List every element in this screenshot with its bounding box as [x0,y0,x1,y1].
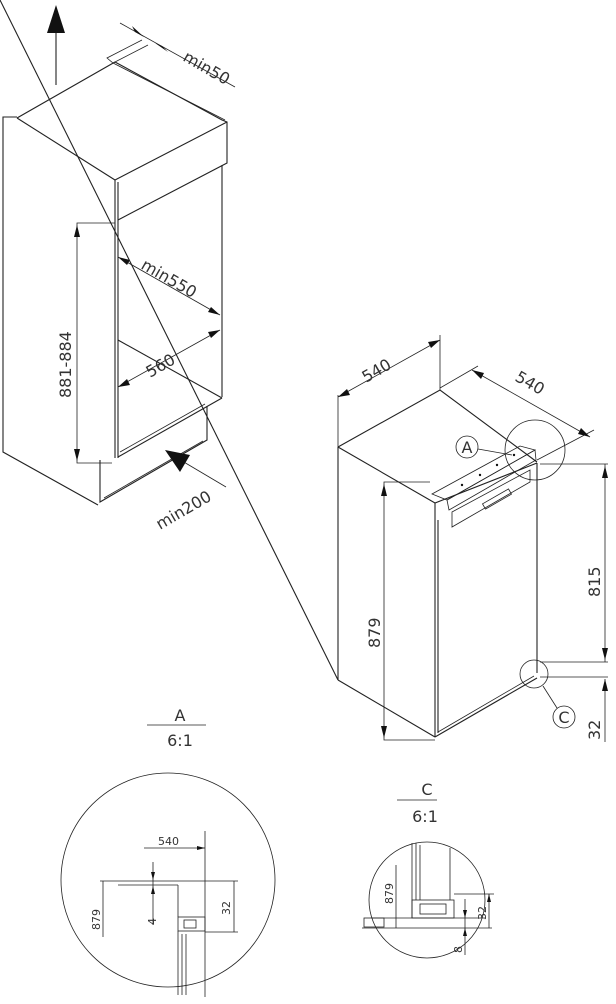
upper-height-dimension: 815 [540,463,608,678]
svg-text:879: 879 [90,909,103,930]
cabinet-body [2,61,228,506]
detail-a-marker: A [455,419,566,481]
appliance-width-dimension: 540 [337,335,441,447]
arrow-up-icon [47,5,65,85]
detail-c-scale: 6:1 [412,807,438,826]
detail-a-title: A [175,706,186,725]
detail-c-marker: C [519,659,576,729]
appliance-view: 540 540 815 32 [0,0,608,742]
detail-a: A 6:1 540 4 879 32 [60,706,276,997]
appliance-depth-label: 540 [512,367,548,399]
svg-text:32: 32 [476,906,489,920]
depth-label: min550 [138,255,200,302]
detail-c-title: C [421,780,432,799]
svg-text:C: C [558,708,569,727]
vent-dimension: min200 [153,450,227,533]
width-dimension: 560 [117,329,221,388]
opening-height-dimension: 881-884 [56,222,115,464]
top-clearance-label: min50 [180,47,233,89]
width-label: 560 [143,350,179,382]
appliance-height-dimension: 879 [365,481,435,741]
upper-height-label: 815 [585,566,604,597]
svg-text:8: 8 [452,946,465,953]
appliance-height-label: 879 [365,617,384,648]
appliance-body [0,0,538,738]
base-height-dimension: 32 [585,679,608,742]
svg-text:32: 32 [220,901,233,915]
detail-c: C 6:1 879 32 8 [362,780,494,959]
svg-text:4: 4 [146,918,159,925]
cabinet-view: min50 881-884 [2,5,236,533]
appliance-width-label: 540 [359,355,395,387]
base-height-label: 32 [585,720,604,740]
vent-label: min200 [153,487,215,534]
detail-a-scale: 6:1 [167,731,193,750]
svg-text:540: 540 [158,835,179,848]
opening-height-label: 881-884 [56,331,75,398]
depth-dimension: min550 [117,255,221,316]
top-clearance-dimension: min50 [106,22,236,121]
svg-text:A: A [462,438,473,457]
svg-text:879: 879 [383,883,396,904]
